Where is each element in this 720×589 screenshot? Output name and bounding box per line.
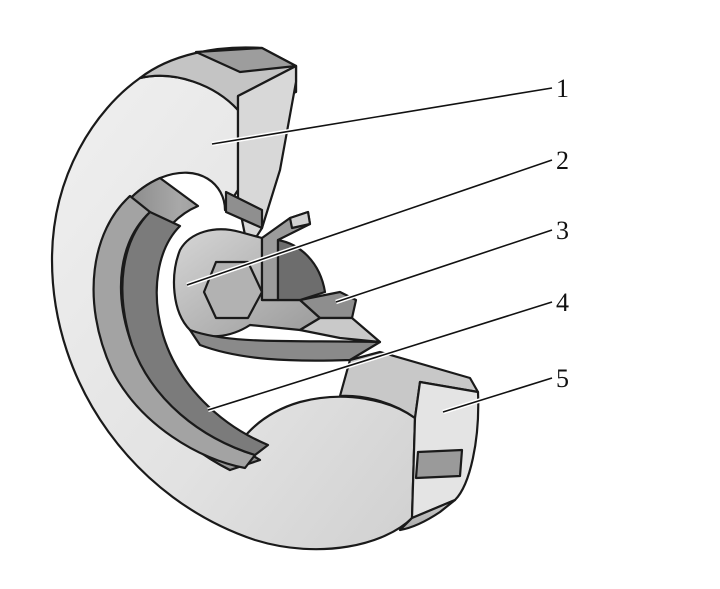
callout-2: 2 xyxy=(556,146,569,175)
leader-lines xyxy=(186,85,553,415)
callout-4: 4 xyxy=(556,288,569,317)
callout-3: 3 xyxy=(556,216,569,245)
leader-line-2 xyxy=(186,159,553,286)
lower-blade xyxy=(188,328,382,362)
callout-1: 1 xyxy=(556,74,569,103)
leader-line-3 xyxy=(335,229,553,303)
top-cut-section xyxy=(138,46,298,252)
callout-5: 5 xyxy=(556,364,569,393)
leader-line-5 xyxy=(442,377,553,413)
inner-ring xyxy=(92,176,270,472)
outer-housing xyxy=(50,74,417,551)
leader-line-1 xyxy=(211,87,553,145)
leader-line-4 xyxy=(207,301,553,411)
callout-labels: 1 2 3 4 5 xyxy=(556,74,569,393)
